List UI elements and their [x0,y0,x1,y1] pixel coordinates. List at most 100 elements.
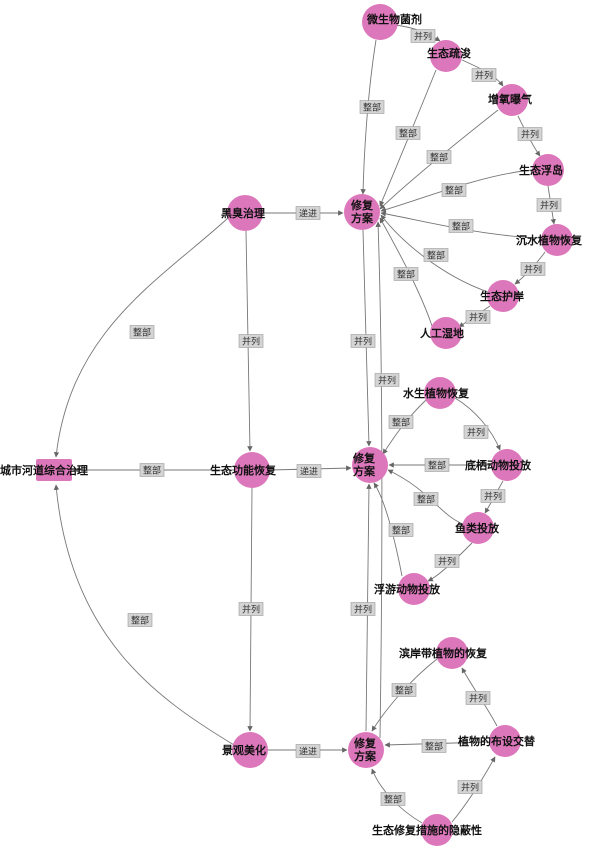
node-benthic[interactable]: 底栖动物投放 [465,449,532,481]
edge-label-concealment-to-plan3: 整部 [380,792,406,806]
edge-aquatic_plant-to-benthic [454,397,501,451]
node-shape [496,84,528,116]
edge-label-riparian-to-plan3: 整部 [391,683,417,697]
node-dredge[interactable]: 生态疏浚 [427,40,471,72]
edge-label-plant_layout-to-riparian: 并列 [465,691,491,705]
edge-label-box [520,262,546,276]
node-shape [362,4,398,40]
edge-label-aquatic_plant-to-benthic: 并列 [463,425,489,439]
edge-plankton-to-plan2 [373,482,403,577]
edge-label-box [465,310,491,324]
edge-label-text: 并列 [524,264,542,276]
node-label: 滨岸带植物的恢复 [399,646,488,660]
node-aquatic-plant[interactable]: 水生植物恢复 [403,377,470,409]
edge-revetment-to-plan1 [380,214,489,293]
edge-label-landscape-to-root: 整部 [127,613,153,627]
node-submerged[interactable]: 沉水植物恢复 [516,224,583,256]
node-microbe[interactable]: 微生物菌剂 [362,4,422,40]
edge-label-plan1-to-plan2: 并列 [350,334,376,348]
node-label: 生态功能恢复 [210,463,277,477]
edge-label-text: 整部 [397,269,415,281]
edge-label-odor-to-root: 整部 [129,325,155,339]
node-shape [487,280,519,312]
node-landscape[interactable]: 景观美化 [221,732,268,768]
edge-label-text: 整部 [430,152,448,164]
node-label: 修复方案 [350,198,374,225]
node-shape [424,377,456,409]
node-shape [352,447,388,483]
node-plan2[interactable]: 修复方案 [352,447,388,483]
node-wetland[interactable]: 人工湿地 [420,317,464,349]
edge-label-text: 并列 [469,312,487,324]
node-plan3[interactable]: 修复方案 [348,732,384,768]
edge-label-box [388,415,414,429]
node-riparian[interactable]: 滨岸带植物的恢复 [399,637,488,669]
node-shape [430,317,462,349]
edge-label-box [350,602,376,616]
edge-label-text: 整部 [392,525,410,537]
edge-landscape-to-root [53,484,235,746]
node-root[interactable]: 城市河道综合治理 [0,459,88,481]
edge-label-text: 整部 [445,185,463,197]
node-shape [462,512,494,544]
edge-label-text: 并列 [242,604,260,616]
edge-label-text: 整部 [399,128,417,140]
node-label: 底栖动物投放 [465,458,532,472]
node-label: 沉水植物恢复 [516,233,583,247]
edge-label-box [536,198,562,212]
edge-label-text: 并列 [378,375,396,387]
node-eco-func[interactable]: 生态功能恢复 [210,452,277,488]
node-label: 水生植物恢复 [403,386,470,400]
edge-label-odor-to-plan1: 递进 [295,206,321,220]
node-aeration[interactable]: 增氧曝气 [488,84,532,116]
node-plant-layout[interactable]: 植物的布设交替 [457,725,536,757]
edge-label-microbe-to-dredge: 并列 [410,29,436,43]
edge-label-text: 递进 [299,746,317,758]
node-plankton[interactable]: 浮游动物投放 [374,573,441,605]
node-revetment[interactable]: 生态护岸 [480,280,524,312]
edge-label-floating_island-to-submerged: 并列 [536,198,562,212]
edge-label-text: 整部 [427,250,445,262]
edge-label-box [517,127,543,141]
edge-label-microbe-to-plan1: 整部 [359,100,385,114]
edge-label-box [471,68,497,82]
edge-label-box [238,602,264,616]
edge-label-box [359,100,385,114]
node-label: 修复方案 [353,736,377,763]
edge-label-benthic-to-plan2: 整部 [424,458,450,472]
edge-plan3-to-plan1 [375,221,383,739]
edge-label-text: 整部 [384,794,402,806]
edge-label-aquatic_plant-to-plan2: 整部 [388,415,414,429]
edge-label-box [463,425,489,439]
edge-label-eco_func-to-root: 整部 [139,463,165,477]
edge-label-box [391,683,417,697]
edge-label-box [448,219,474,233]
node-shape [421,814,453,846]
edge-label-text: 并列 [414,31,432,43]
node-fish[interactable]: 鱼类投放 [455,512,500,544]
edge-label-text: 整部 [363,102,381,114]
edge-label-box [395,126,421,140]
node-odor[interactable]: 黑臭治理 [221,195,265,231]
node-floating-island[interactable]: 生态浮岛 [519,154,564,186]
edge-label-text: 并列 [467,427,485,439]
edge-label-plant_layout-to-plan3: 整部 [421,739,447,753]
edge-label-box [374,373,400,387]
edge-label-box [295,744,321,758]
node-label: 人工湿地 [420,326,464,340]
edge-label-text: 整部 [395,685,413,697]
edge-label-concealment-to-plant_layout: 并列 [457,780,483,794]
node-label: 增氧曝气 [488,92,532,106]
edge-label-eco_func-to-plan2: 递进 [296,464,322,478]
edge-label-box [413,492,439,506]
edge-label-text: 并列 [242,336,260,348]
edge-label-text: 整部 [392,417,410,429]
node-concealment[interactable]: 生态修复措施的隐蔽性 [372,814,482,846]
node-label: 微生物菌剂 [366,12,422,26]
edge-label-plan3-to-plan1: 并列 [374,373,400,387]
edge-label-box [426,150,452,164]
edge-label-text: 并列 [540,200,558,212]
node-label: 生态疏浚 [427,46,471,60]
edge-label-box [127,613,153,627]
node-plan1[interactable]: 修复方案 [344,194,380,230]
